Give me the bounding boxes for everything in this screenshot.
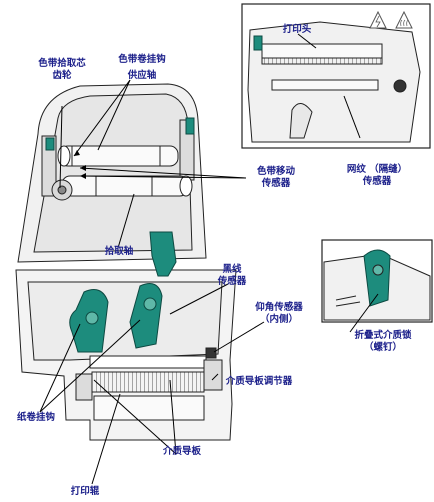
platen-roller-area — [89, 355, 207, 369]
label-platen-roller: 打印辊 — [70, 486, 100, 497]
printer-main-illustration — [15, 83, 237, 441]
leader-lines — [39, 33, 379, 485]
take-up-spindle — [61, 175, 193, 197]
media-lock-inset — [321, 239, 433, 323]
roll-holders — [69, 283, 163, 353]
media-lock-bracket — [149, 231, 177, 277]
printhead-inset — [241, 3, 431, 149]
label-ribbon-take-up-hub-gear: 色带拾取芯 齿轮 — [38, 58, 86, 81]
label-media-guides: 介质导板 — [162, 446, 201, 457]
label-printhead: 打印头 — [282, 24, 312, 35]
label-web-gap-sensor: 网纹 （隔缝） 传感器 — [346, 164, 408, 187]
label-media-guide-adjuster: 介质导板调节器 — [225, 376, 293, 387]
leader-arrowheads — [74, 150, 86, 179]
label-ribbon-supply-spindle: 色带卷挂钩 供应轴 — [118, 54, 166, 81]
hot-surface-warning-triangle-icon — [395, 10, 413, 29]
electrical-warning-triangle-icon — [369, 10, 387, 29]
label-head-up-sensor: 仰角传感器 （内侧） — [255, 302, 303, 325]
label-media-roll-lock: 折叠式介质锁 （螺钉） — [354, 330, 412, 353]
label-take-up-spindle: 拾取轴 — [104, 246, 134, 257]
ribbon-supply-spindle — [57, 145, 179, 167]
printhead-bar — [261, 43, 383, 59]
media-roll-lock-lever — [363, 249, 391, 307]
label-roll-holders: 纸卷挂钩 — [16, 412, 55, 423]
label-ribbon-out-sensor: 色带移动 传感器 — [256, 166, 295, 189]
label-black-mark-sensor: 黑线 传感器 — [217, 264, 247, 287]
